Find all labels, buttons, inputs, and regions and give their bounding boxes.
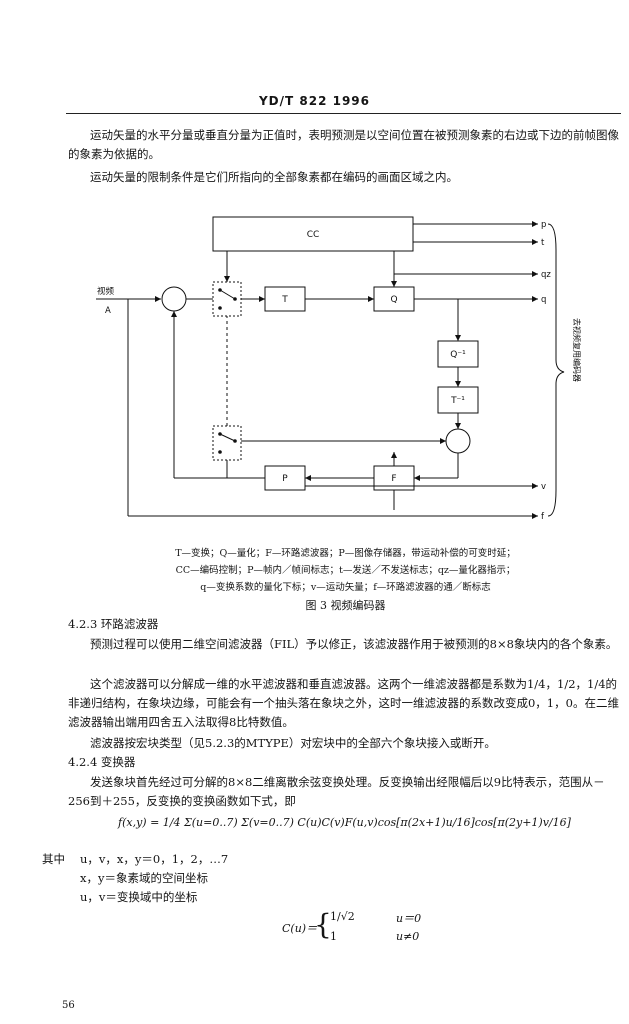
q-label: Q (390, 295, 397, 305)
section-424-para-1: 发送象块首先经过可分解的8×8二维离散余弦变换处理。反变换输出经限幅后以9比特表… (68, 775, 605, 808)
idct-formula: f(x,y) = 1/4 Σ(u=0..7) Σ(v=0..7) C(u)C(v… (118, 816, 571, 829)
subtract-node (161, 286, 187, 312)
tinv-label: T⁻¹ (450, 396, 465, 406)
legend-line-2: CC—编码控制；P—帧内／帧间标志；t—发送／不发送标志；qz—量化器指示； (175, 565, 516, 576)
where-line-1: u，v，x，y＝0，1，2，…7 (80, 852, 229, 866)
f-label: F (391, 474, 396, 484)
video-encoder-diagram: CC T Q Q⁻¹ T⁻¹ P F 视频 A p t qz q v f 去视频… (96, 216, 582, 522)
section-423-heading: 4.2.3 环路滤波器 (68, 617, 159, 631)
legend-line-3: q—变换系数的量化下标；v—运动矢量；f—环路滤波器的通／断标志 (200, 582, 491, 593)
where-line-2: x，y＝象素域的空间坐标 (80, 871, 208, 885)
output-v: v (541, 482, 546, 492)
section-424-heading: 4.2.4 变换器 (68, 755, 136, 769)
intro-paragraph-2: 运动矢量的限制条件是它们所指向的全部象素都在编码的画面区域之内。 (90, 170, 458, 184)
cc-block (212, 216, 414, 252)
t-label: T (281, 295, 288, 305)
cu-case-1-value: 1/√2 (330, 910, 355, 923)
output-t: t (541, 238, 545, 248)
legend-line-1: T—变换；Q—量化；F—环路滤波器；P—图像存储器，带运动补偿的可变时延； (175, 548, 516, 559)
where-line-3: u，v＝变换域中的坐标 (80, 890, 198, 904)
output-qz: qz (541, 270, 551, 280)
page-header: YD/T 822 1996 (258, 94, 371, 108)
header-rule (66, 113, 621, 114)
cu-definition: C(u)＝ { 1/√2 u＝0 1 u≠0 (282, 908, 462, 948)
section-423-para-3: 滤波器按宏块类型（见5.2.3的MTYPE）对宏块中的全部六个象块接入或断开。 (90, 736, 496, 750)
qinv-label: Q⁻¹ (450, 350, 466, 360)
cu-lhs: C(u)＝ (282, 922, 318, 935)
cu-case-2-cond: u≠0 (396, 930, 420, 943)
where-label: 其中 (42, 852, 65, 866)
cc-label: CC (307, 230, 320, 240)
cu-case-1-cond: u＝0 (396, 912, 422, 925)
output-p: p (541, 220, 546, 230)
figure-caption: 图 3 视频编码器 (305, 599, 386, 612)
bracket-label: 去视频复用编码器 (572, 318, 582, 382)
p-label: P (282, 474, 288, 484)
page-number: 56 (62, 1000, 75, 1011)
section-423-para-2: 这个滤波器可以分解成一维的水平滤波器和垂直滤波器。这两个一维滤波器都是系数为1/… (68, 677, 619, 729)
input-label: 视频 (97, 286, 115, 297)
intro-paragraph-1: 运动矢量的水平分量或垂直分量为正值时，表明预测是以空间位置在被预测象素的右边或下… (68, 128, 619, 161)
cu-case-2-value: 1 (330, 930, 337, 943)
input-letter: A (105, 306, 111, 316)
output-q: q (541, 295, 546, 305)
output-f: f (541, 512, 545, 522)
section-423-para-1: 预测过程可以使用二维空间滤波器（FIL）予以修正，该滤波器作用于被预测的8×8象… (90, 637, 618, 651)
cu-brace: { (314, 908, 332, 941)
add-node (445, 428, 471, 454)
